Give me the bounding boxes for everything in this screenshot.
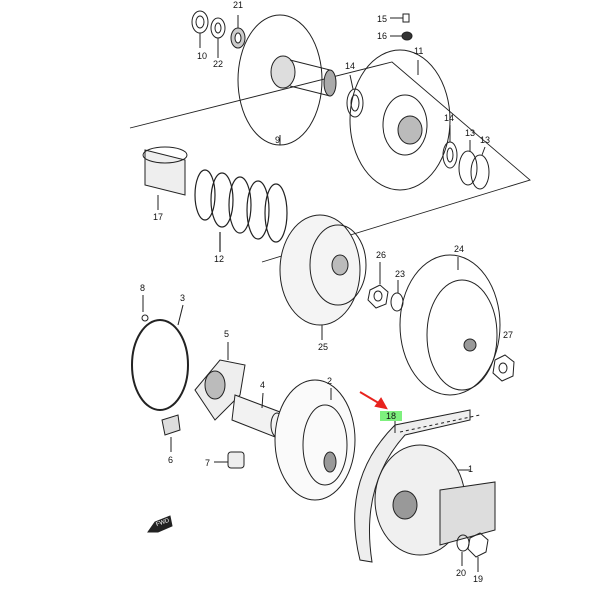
- callout-27: 27: [503, 330, 514, 340]
- fwd-arrow-icon: [147, 515, 173, 533]
- pin-15: [402, 13, 410, 23]
- callout-11: 11: [414, 46, 424, 56]
- guide-3: [131, 304, 189, 411]
- nut-27: [492, 354, 515, 382]
- callout-21: 21: [233, 0, 244, 10]
- seal-14: [346, 74, 364, 118]
- callout-18-highlighted[interactable]: 18: [380, 411, 403, 421]
- callout-3: 3: [180, 293, 186, 303]
- slider-6: [161, 414, 181, 452]
- callout-23: 23: [395, 269, 406, 279]
- movable-face-2: [274, 379, 356, 501]
- fan-1: [374, 444, 496, 556]
- cam-17: [142, 146, 188, 210]
- callout-7: 7: [205, 458, 211, 468]
- callout-8: 8: [140, 283, 146, 293]
- callout-22: 22: [213, 59, 224, 69]
- callout-14b: 14: [444, 113, 455, 123]
- nut-19: [467, 532, 489, 572]
- bearing-21: [230, 15, 246, 49]
- spring-12: [194, 169, 288, 252]
- callout-12: 12: [214, 254, 225, 264]
- rings-13: [458, 140, 490, 190]
- callout-19: 19: [473, 574, 484, 584]
- assembly-outline: [129, 61, 531, 263]
- callout-24: 24: [454, 244, 465, 254]
- driven-face-11: [349, 49, 451, 191]
- callout-15: 15: [377, 14, 388, 24]
- callout-6: 6: [168, 455, 174, 465]
- callout-17: 17: [153, 212, 164, 222]
- callout-14: 14: [345, 61, 356, 71]
- nut-26: [367, 262, 389, 309]
- callout-9: 9: [275, 135, 281, 145]
- bushing-7: [214, 451, 245, 469]
- clutch-25: [279, 214, 367, 340]
- callout-20: 20: [456, 568, 467, 578]
- callout-25: 25: [318, 342, 329, 352]
- pin-16: [401, 31, 413, 41]
- callout-13: 13: [465, 128, 476, 138]
- screw-8: [141, 295, 149, 322]
- drive-face-9: [237, 14, 337, 146]
- seal-14b: [442, 125, 458, 169]
- callout-16: 16: [377, 31, 388, 41]
- callout-2: 2: [327, 376, 333, 386]
- seal-22: [210, 17, 226, 58]
- ramp-plate-5: [194, 342, 246, 421]
- drive-belt-18: [354, 409, 481, 563]
- callout-13b: 13: [480, 135, 491, 145]
- callout-26: 26: [376, 250, 387, 260]
- callout-10: 10: [197, 51, 208, 61]
- callout-4: 4: [260, 380, 266, 390]
- clutch-housing-24: [399, 254, 501, 396]
- highlight-arrow: [359, 391, 388, 410]
- callout-5: 5: [224, 329, 230, 339]
- bearing-10: [191, 10, 209, 48]
- callout-1: 1: [468, 464, 474, 474]
